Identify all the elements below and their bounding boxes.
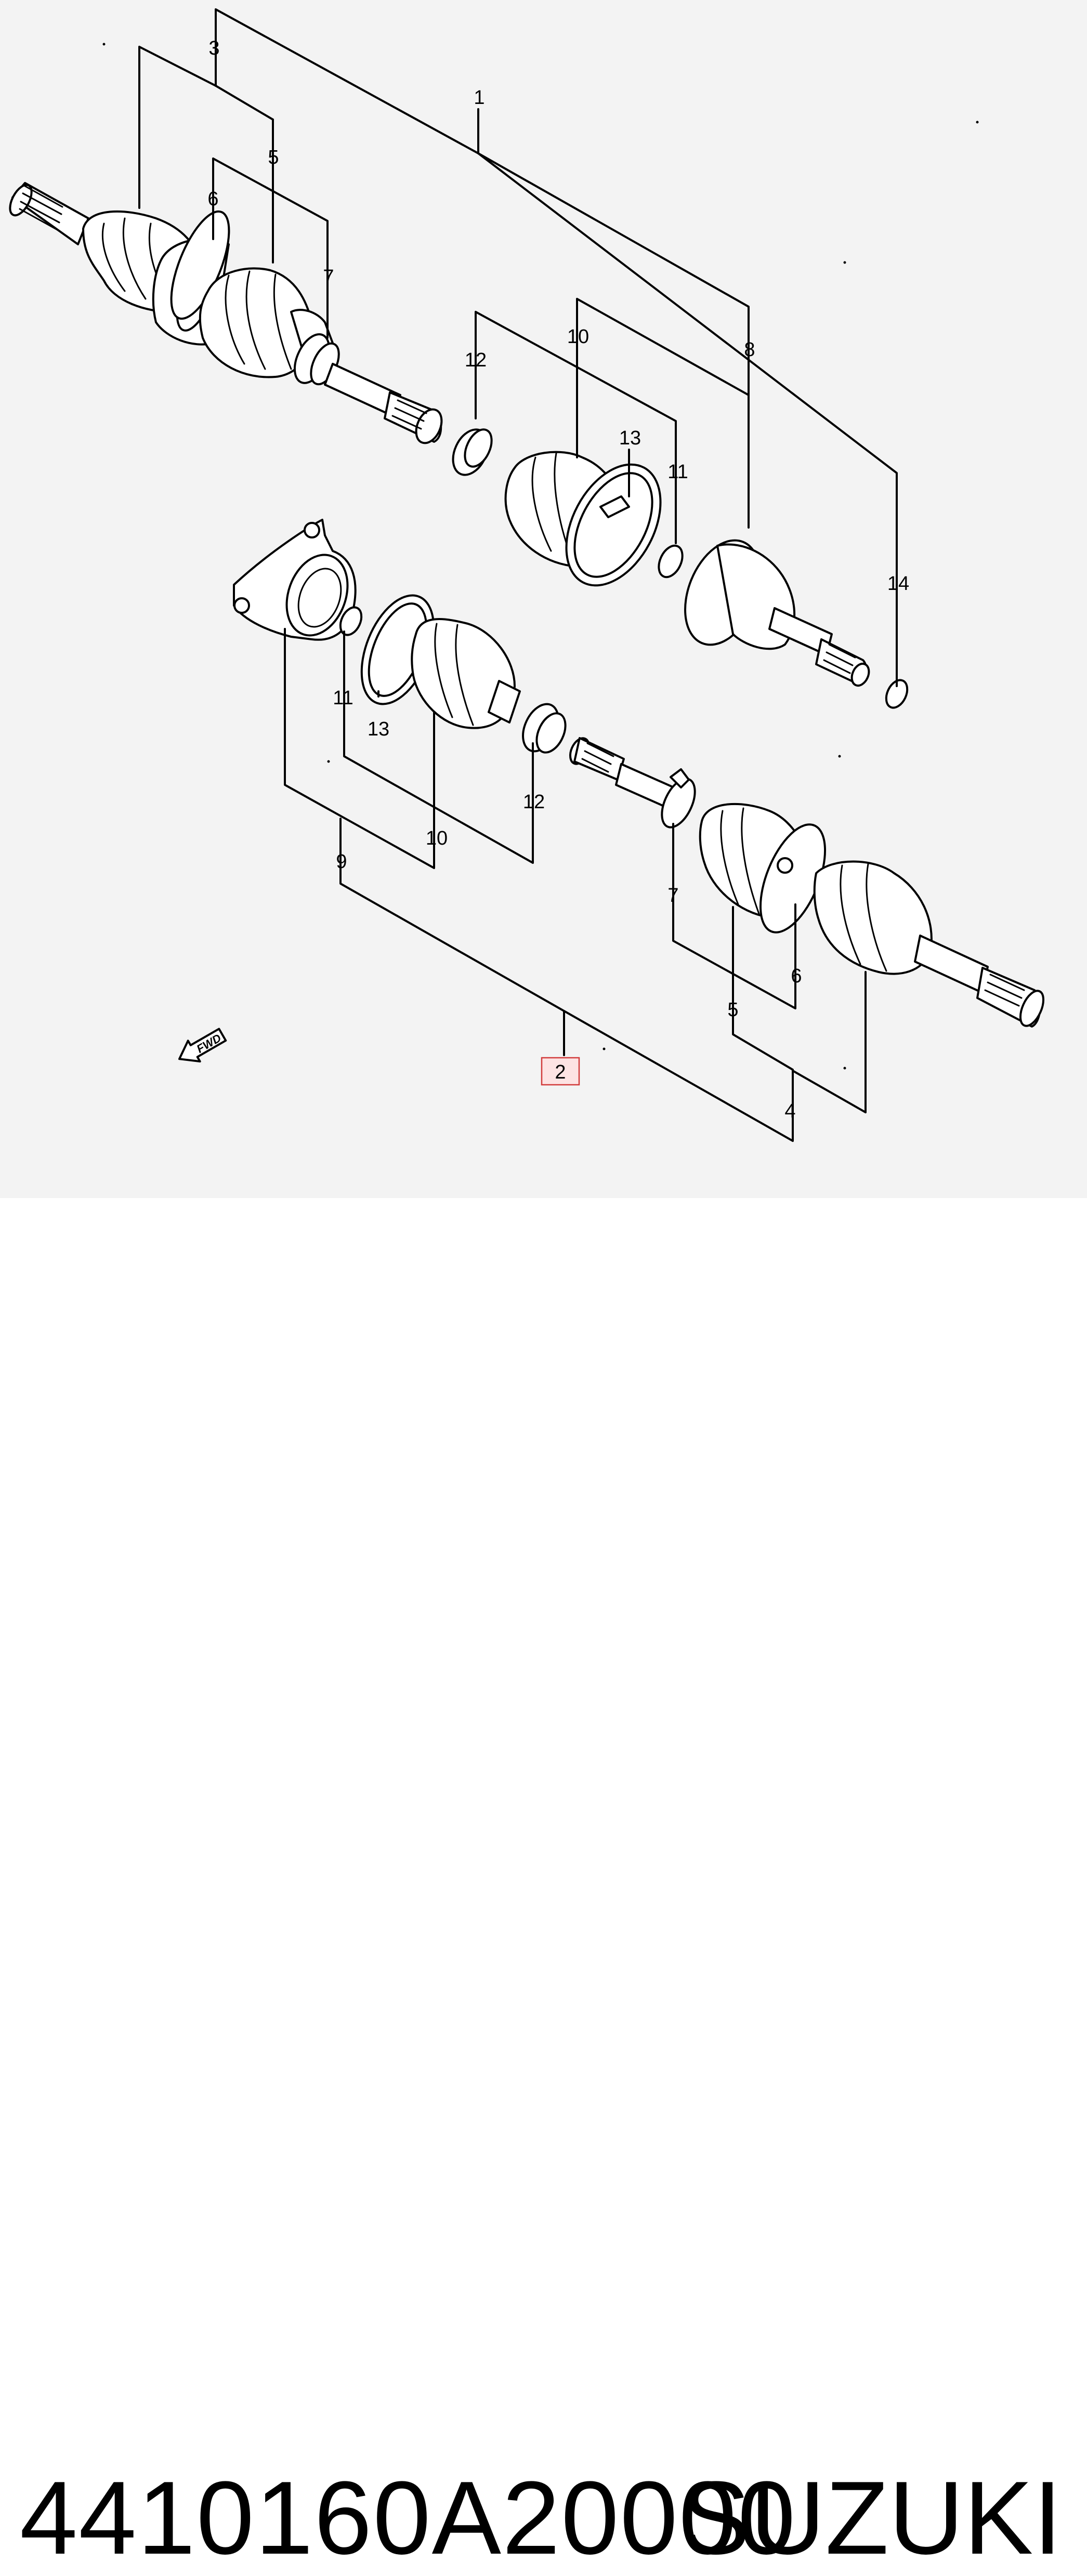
callout-leader-lines [138, 8, 898, 1142]
lower-outboard-shaft-stub [914, 935, 1045, 1028]
callout-6-upper: 6 [207, 188, 218, 210]
callout-1: 1 [474, 87, 484, 109]
upper-inboard-joint-8 [684, 539, 870, 687]
callout-3: 3 [208, 37, 219, 59]
callout-9: 9 [336, 851, 347, 873]
callout-2-highlighted[interactable]: 2 [541, 1057, 580, 1086]
callout-14: 14 [887, 573, 909, 595]
callout-11-lower: 11 [333, 687, 353, 709]
brand-name: SUZUKI [680, 2460, 1062, 2576]
lower-flange-housing-9 [233, 519, 357, 641]
callout-12-lower: 12 [523, 791, 545, 813]
upper-clamp-6 [170, 210, 230, 320]
lower-clamp-12 [522, 703, 567, 754]
lower-boot-10 [411, 618, 521, 729]
callout-5-upper: 5 [268, 147, 279, 168]
callout-13-upper: 13 [619, 427, 641, 449]
exploded-parts-diagram: 1 3 5 6 7 12 10 8 13 11 14 11 13 12 10 9… [0, 0, 1087, 1198]
callout-labels: 1 3 5 6 7 12 10 8 13 11 14 11 13 12 10 9… [207, 37, 909, 1122]
callout-8: 8 [744, 339, 755, 361]
callout-10-lower: 10 [426, 827, 448, 849]
upper-outboard-shaft-stub [9, 182, 89, 245]
part-number: 4410160A20000 [20, 2460, 797, 2576]
footer: 4410160A20000 SUZUKI [0, 1198, 1087, 2570]
callout-7-lower: 7 [667, 885, 678, 906]
lower-clamp-7 [661, 768, 696, 829]
callout-2: 2 [555, 1061, 566, 1083]
upper-clamp-13 [565, 463, 662, 587]
forward-direction-arrow-icon: FWD [178, 1028, 227, 1063]
callout-7-upper: 7 [323, 266, 334, 288]
callout-11-upper: 11 [667, 461, 688, 483]
callout-12-upper: 12 [465, 349, 487, 371]
upper-snap-ring-11 [658, 544, 684, 579]
callout-4: 4 [784, 1100, 795, 1122]
callout-6-lower: 6 [791, 965, 802, 987]
snap-ring-14 [885, 679, 909, 709]
callout-13-lower: 13 [368, 718, 389, 740]
upper-drive-shaft [324, 363, 443, 444]
callout-5-lower: 5 [727, 999, 738, 1021]
upper-clamp-12 [452, 428, 493, 476]
callout-10-upper: 10 [567, 326, 589, 348]
lower-outboard-joint [813, 860, 933, 975]
